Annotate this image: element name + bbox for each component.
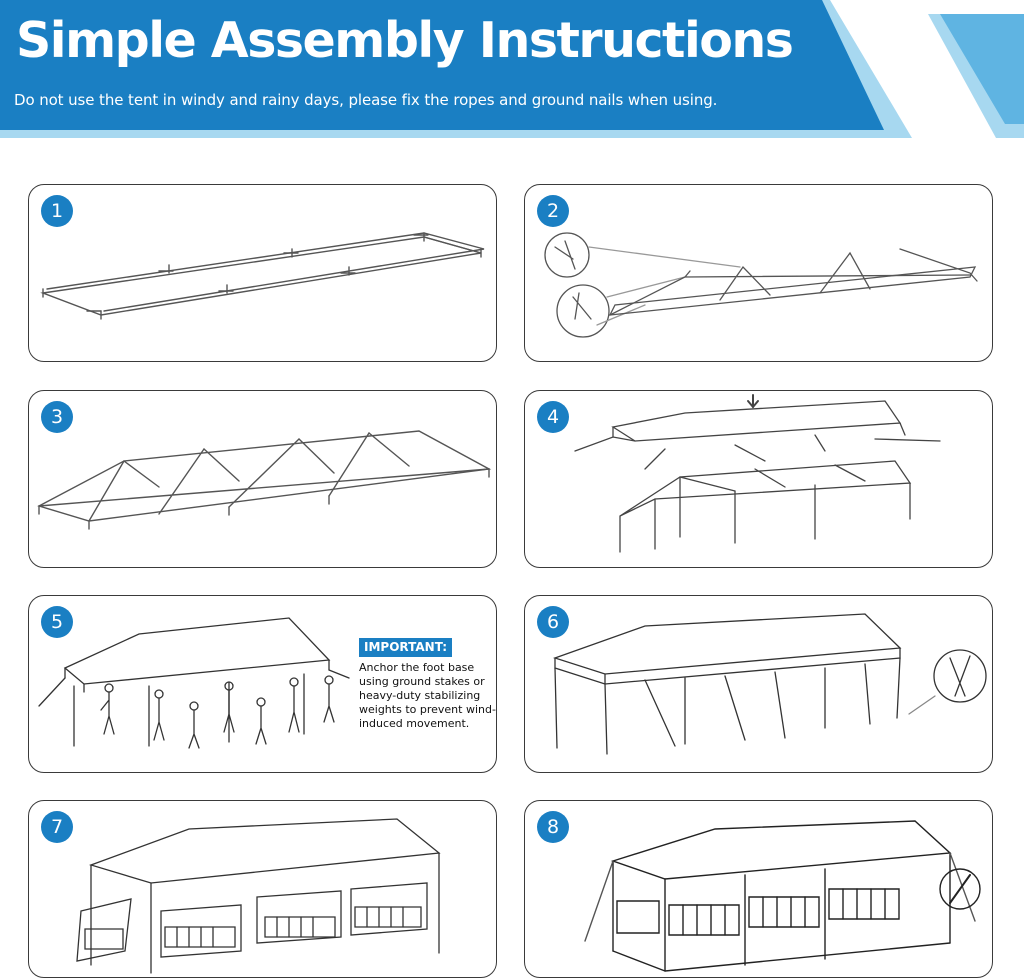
step-panel-8: 8	[524, 800, 993, 978]
page-title: Simple Assembly Instructions	[16, 12, 794, 69]
step-panel-7: 7	[28, 800, 497, 978]
frame-roof-icon	[37, 430, 492, 530]
step-number-badge: 5	[41, 606, 73, 638]
step-panel-5: 5 IMPORTANT: Anchor the foot base using …	[28, 595, 497, 773]
canopy-cover-icon	[574, 394, 941, 553]
step-panel-3: 3	[28, 390, 497, 568]
side-walls-icon	[76, 818, 441, 974]
step-number-badge: 3	[41, 401, 73, 433]
frame-base-icon	[40, 232, 485, 320]
step-number-badge: 6	[537, 606, 569, 638]
step-panel-1: 1	[28, 184, 497, 362]
step-number-badge: 8	[537, 811, 569, 843]
important-note-text: Anchor the foot base using ground stakes…	[359, 661, 496, 730]
important-note: IMPORTANT: Anchor the foot base using gr…	[359, 636, 496, 731]
step-number-badge: 1	[41, 195, 73, 227]
header-banner: Simple Assembly Instructions Do not use …	[0, 0, 1024, 145]
frame-rafters-icon	[544, 232, 978, 338]
completed-tent-icon	[584, 820, 981, 972]
step-number-badge: 4	[537, 401, 569, 433]
step-panel-4: 4	[524, 390, 993, 568]
tent-standing-icon	[552, 613, 987, 755]
step-number-badge: 2	[537, 195, 569, 227]
step-panel-6: 6	[524, 595, 993, 773]
important-note-title: IMPORTANT:	[359, 638, 453, 657]
raise-tent-icon	[38, 617, 350, 749]
step-panel-2: 2	[524, 184, 993, 362]
page-subtitle: Do not use the tent in windy and rainy d…	[14, 91, 718, 109]
step-number-badge: 7	[41, 811, 73, 843]
banner-shapes	[0, 0, 1024, 138]
